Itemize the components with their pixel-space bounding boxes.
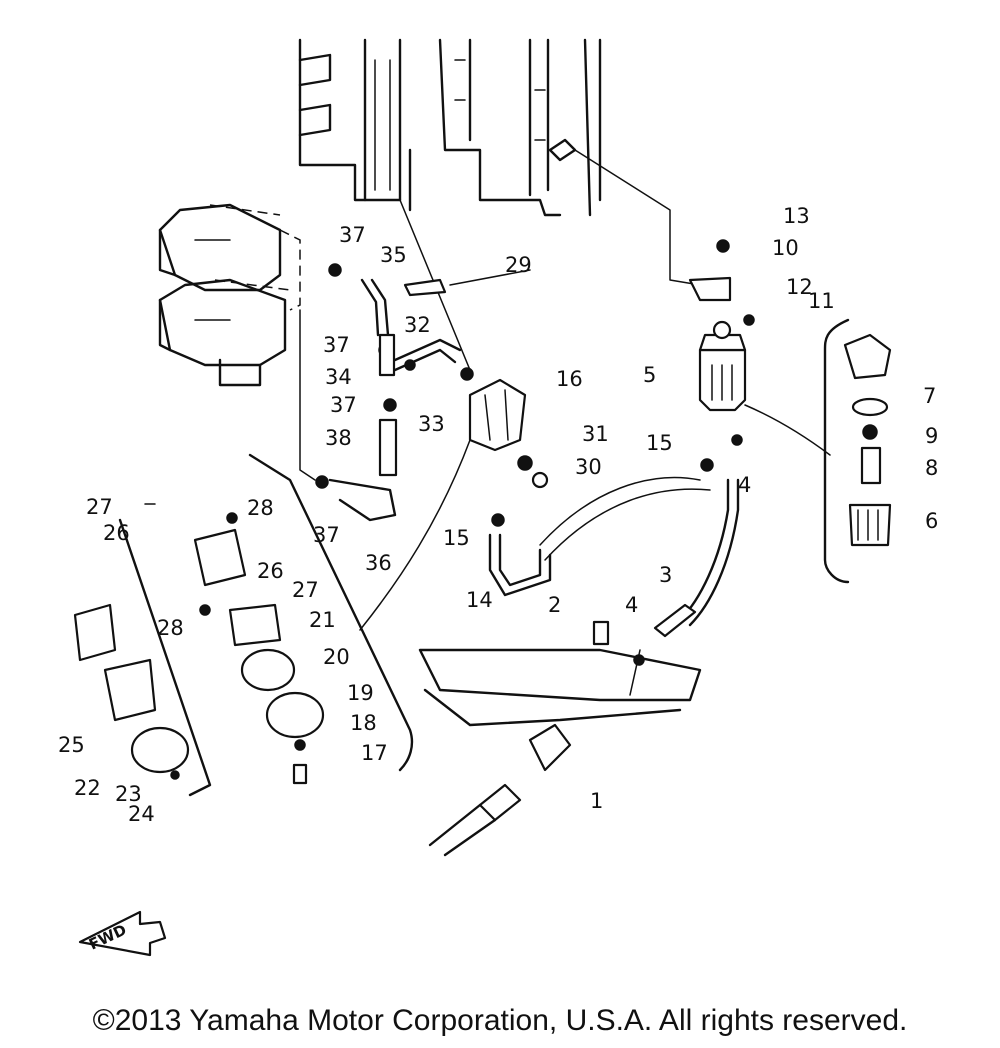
callout-32: 32 xyxy=(404,313,431,337)
callout-8: 8 xyxy=(925,456,938,480)
callout-7: 7 xyxy=(923,384,936,408)
callout-15a: 15 xyxy=(443,526,470,550)
callout-37c: 37 xyxy=(330,393,357,417)
callout-12: 12 xyxy=(786,275,813,299)
copyright-notice: ©2013 Yamaha Motor Corporation, U.S.A. A… xyxy=(92,1004,908,1037)
engine-block-outline xyxy=(298,38,602,217)
callout-2: 2 xyxy=(548,593,561,617)
callout-37a: 37 xyxy=(339,223,366,247)
callout-4a: 4 xyxy=(738,473,751,497)
fuel-joint xyxy=(418,603,702,857)
callout-37d: 37 xyxy=(313,523,340,547)
callout-34: 34 xyxy=(325,365,352,389)
callout-4b: 4 xyxy=(625,593,638,617)
callout-26b: 26 xyxy=(257,559,284,583)
callout-21: 21 xyxy=(309,608,336,632)
callout-20: 20 xyxy=(323,645,350,669)
carburetor-assembly xyxy=(158,203,301,387)
callout-28a: 28 xyxy=(247,496,274,520)
callout-3: 3 xyxy=(659,563,672,587)
callout-14: 14 xyxy=(466,588,493,612)
callout-25: 25 xyxy=(58,733,85,757)
callout-19: 19 xyxy=(347,681,374,705)
filter-detail-box xyxy=(823,318,892,584)
callout-1: 1 xyxy=(590,789,603,813)
callout-27b: 27 xyxy=(292,578,319,602)
fuel-hoses xyxy=(328,278,831,631)
callout-37b: 37 xyxy=(323,333,350,357)
callout-27a: 27 xyxy=(86,495,113,519)
callout-23: 23 xyxy=(115,782,142,806)
callout-26a: 26 xyxy=(103,521,130,545)
callout-33: 33 xyxy=(418,412,445,436)
fwd-arrow-icon: FWD xyxy=(78,910,167,957)
callout-36: 36 xyxy=(365,551,392,575)
callout-5: 5 xyxy=(643,363,656,387)
callout-9: 9 xyxy=(925,424,938,448)
callout-31: 31 xyxy=(582,422,609,446)
callout-11: 11 xyxy=(808,289,835,313)
fuel-filter xyxy=(688,276,747,412)
callout-22: 22 xyxy=(74,776,101,800)
callout-38: 38 xyxy=(325,426,352,450)
callout-16: 16 xyxy=(556,367,583,391)
callout-15b: 15 xyxy=(646,431,673,455)
callout-17: 17 xyxy=(361,741,388,765)
callout-18: 18 xyxy=(350,711,377,735)
fuel-pump xyxy=(460,367,527,452)
callout-30: 30 xyxy=(575,455,602,479)
callout-35: 35 xyxy=(380,243,407,267)
callout-28b: 28 xyxy=(157,616,184,640)
callout-24: 24 xyxy=(128,802,155,826)
clamps-and-fittings xyxy=(315,239,755,666)
callout-13: 13 xyxy=(783,204,810,228)
pump-detail-box xyxy=(73,453,414,797)
callout-6: 6 xyxy=(925,509,938,533)
callout-29: 29 xyxy=(505,253,532,277)
leader-lines xyxy=(299,149,701,696)
callout-labels: 1 2 3 4 4 5 6 7 8 9 10 11 12 13 14 15 15… xyxy=(58,204,938,826)
callout-10: 10 xyxy=(772,236,799,260)
